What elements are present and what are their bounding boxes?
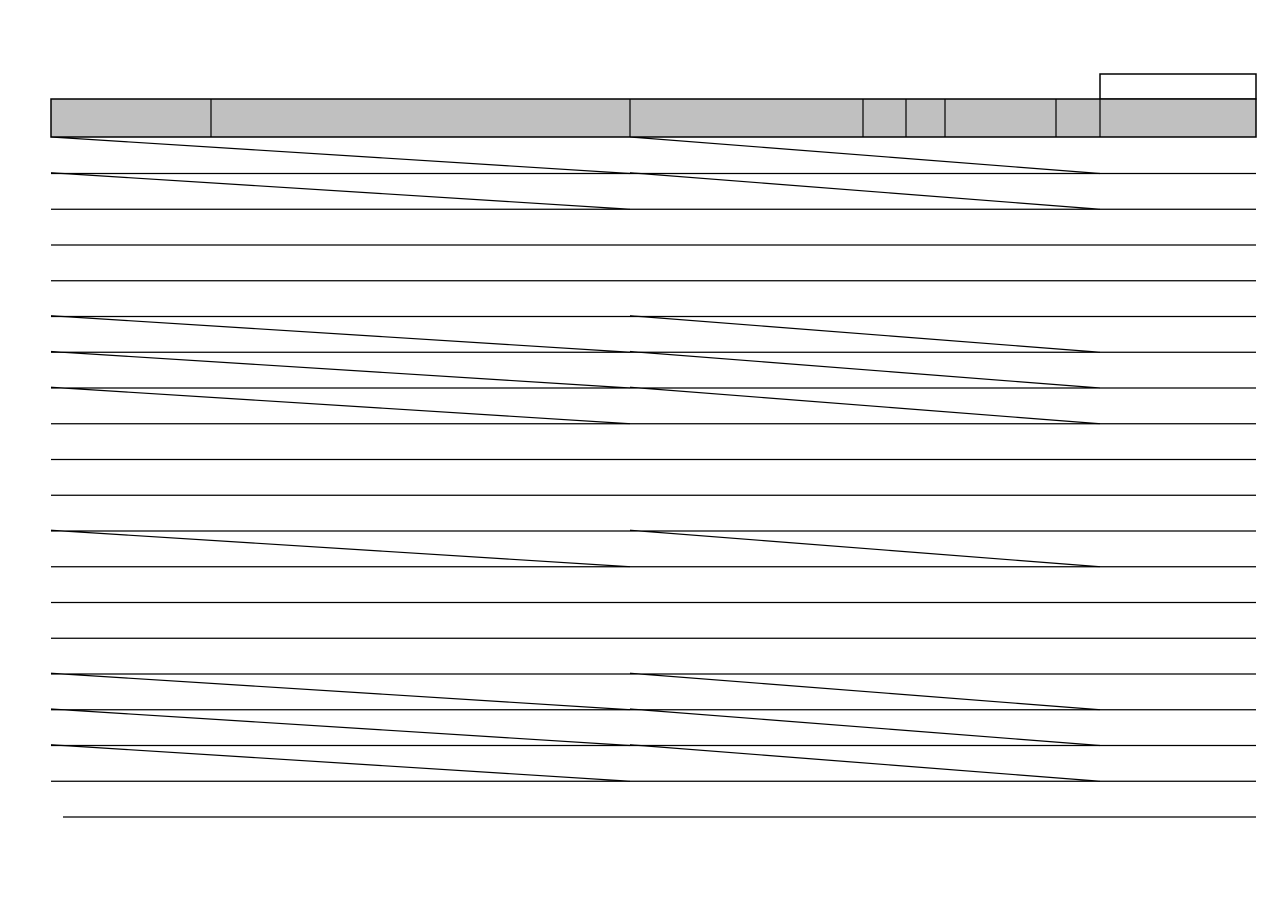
table-row xyxy=(50,350,1256,389)
strike-line-left xyxy=(50,744,631,782)
table-row xyxy=(50,136,1256,175)
table-row xyxy=(50,708,1256,747)
table-row xyxy=(50,529,1256,568)
strike-line-left xyxy=(50,708,631,747)
strike-line-left xyxy=(50,136,631,175)
strike-line-left xyxy=(50,386,631,425)
strike-line-right xyxy=(629,350,1101,389)
strike-line-left xyxy=(50,672,631,711)
table-row xyxy=(50,315,1256,353)
strike-line-right xyxy=(629,529,1101,568)
strike-line-right xyxy=(629,672,1101,711)
strike-line-left xyxy=(50,529,631,568)
table-row xyxy=(50,386,1256,425)
strike-line-right xyxy=(629,386,1101,425)
strike-line-left xyxy=(50,172,631,210)
strike-line-right xyxy=(629,315,1101,353)
strike-line-left xyxy=(50,315,631,353)
strike-line-right xyxy=(629,744,1101,782)
table-row xyxy=(50,744,1256,782)
strike-line-right xyxy=(629,708,1101,747)
table-header xyxy=(50,98,1257,138)
table-row xyxy=(50,672,1256,711)
strike-line-right xyxy=(629,136,1101,175)
table-body xyxy=(50,136,1256,818)
header-band xyxy=(50,98,1257,138)
strike-line-right xyxy=(629,172,1101,210)
strike-line-left xyxy=(50,350,631,389)
table-row xyxy=(50,172,1256,210)
